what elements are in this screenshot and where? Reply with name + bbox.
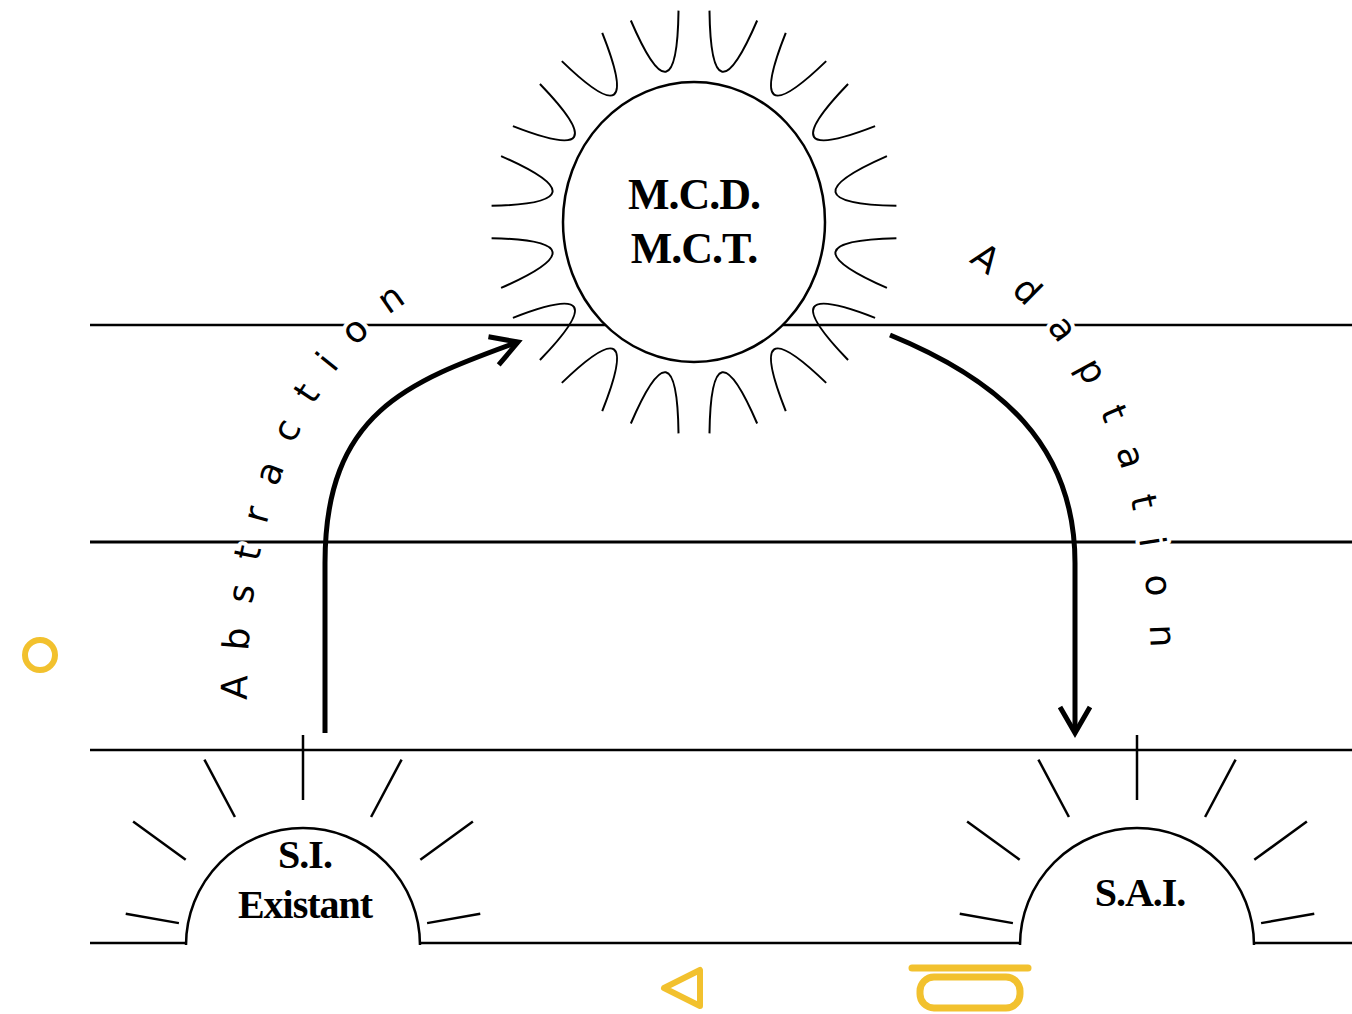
sun-petal	[562, 348, 617, 411]
sun-petal	[813, 84, 875, 140]
model-sun-circle: M.C.D. M.C.T.	[563, 82, 825, 362]
sun-ray	[302, 735, 305, 800]
node-label: S.A.I.	[1040, 868, 1240, 918]
sun-ray	[1038, 760, 1069, 817]
overlay-triangle-icon	[664, 970, 700, 1006]
semicircle-outline	[1020, 828, 1254, 945]
sun-petal	[771, 33, 826, 96]
sun-petal	[835, 238, 896, 288]
band-line	[90, 749, 1352, 752]
sun-petal	[835, 156, 896, 206]
flow-arrow	[890, 335, 1090, 733]
sun-petal	[771, 348, 826, 411]
sun-petal	[513, 304, 575, 360]
sun-ray	[1136, 735, 1139, 800]
sun-ray	[1254, 822, 1307, 860]
sun-petal	[492, 238, 553, 288]
sun-petal	[562, 33, 617, 96]
sun-ray	[126, 914, 179, 923]
sun-ray	[967, 822, 1020, 860]
semicircle-outline	[186, 828, 420, 945]
arrow-head	[1060, 707, 1090, 733]
circle-outline	[563, 82, 825, 362]
flow-arrow	[325, 337, 518, 733]
arrow-head	[488, 337, 518, 365]
sun-ray	[1205, 760, 1236, 817]
arrow-line	[890, 335, 1075, 733]
sun-petal	[513, 84, 575, 140]
sun-ray	[420, 822, 473, 860]
text-holder: S.I. Existant	[130, 830, 480, 930]
sun-ray	[371, 760, 402, 817]
overlay-circle-icon	[25, 640, 55, 670]
overlay-capsule-icon	[920, 977, 1020, 1008]
text-holder: S.A.I.	[965, 868, 1315, 918]
node-label: S.I. Existant	[210, 830, 400, 930]
sun-petal	[709, 372, 757, 433]
target-system-semicircle: S.A.I.	[965, 730, 1315, 945]
existing-system-semicircle: S.I. Existant	[130, 730, 480, 945]
sun-ray	[1261, 914, 1314, 923]
sun-ray	[427, 914, 480, 923]
text-holder: M.C.D. M.C.T.	[563, 168, 825, 276]
node-label: M.C.D. M.C.T.	[609, 168, 779, 276]
sun-petal	[709, 11, 757, 72]
overlay-bar-icon	[912, 965, 1028, 972]
flow-label: Adaptation	[964, 234, 1185, 675]
sun-petal	[813, 304, 875, 360]
sun-ray	[133, 822, 186, 860]
sun-petal	[631, 11, 679, 72]
node-outline	[563, 82, 825, 362]
sun-petal	[631, 372, 679, 433]
sun-ray	[204, 760, 235, 817]
arrow-line	[325, 342, 518, 733]
flow-label: Abstraction	[214, 261, 432, 700]
sun-ray	[960, 914, 1013, 923]
sun-petal	[492, 156, 553, 206]
